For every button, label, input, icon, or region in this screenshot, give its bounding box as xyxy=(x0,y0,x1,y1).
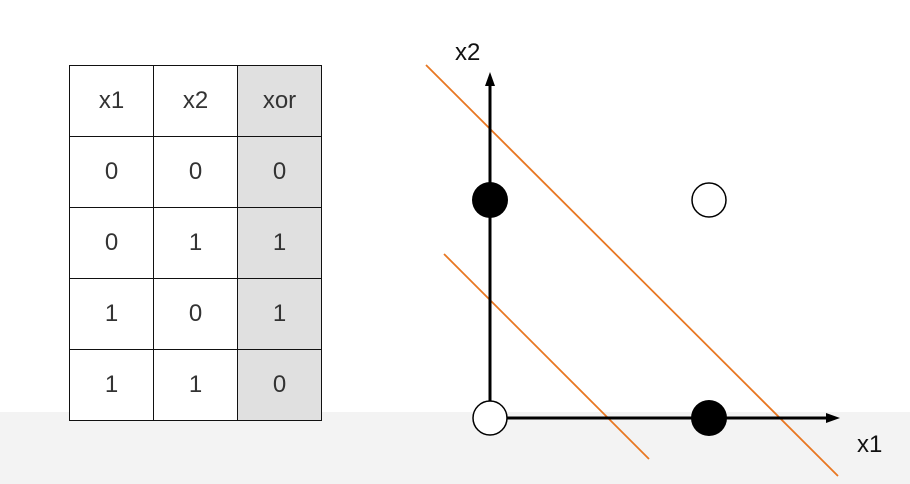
xor-truth-table: x1 x2 xor 0 0 0 0 1 1 1 0 1 1 1 0 xyxy=(69,65,322,421)
point-0-1-solid xyxy=(472,182,508,218)
cell-x1: 0 xyxy=(69,207,154,279)
cell-x1: 1 xyxy=(69,349,154,421)
point-0-0-hollow xyxy=(472,400,508,436)
cell-xor: 1 xyxy=(237,278,322,350)
table-header-row: x1 x2 xor xyxy=(69,65,322,137)
cell-x2: 1 xyxy=(153,349,238,421)
x-axis-arrowhead xyxy=(826,413,840,423)
x-axis-label: x1 xyxy=(857,431,882,458)
cell-x1: 1 xyxy=(69,278,154,350)
header-x1: x1 xyxy=(69,65,154,137)
y-axis-label: x2 xyxy=(455,39,480,66)
header-xor: xor xyxy=(237,65,322,137)
header-x2: x2 xyxy=(153,65,238,137)
table-row: 0 1 1 xyxy=(69,207,322,279)
cell-xor: 0 xyxy=(237,349,322,421)
cell-x2: 1 xyxy=(153,207,238,279)
cell-x2: 0 xyxy=(153,278,238,350)
table-row: 1 1 0 xyxy=(69,349,322,421)
cell-xor: 1 xyxy=(237,207,322,279)
table-row: 1 0 1 xyxy=(69,278,322,350)
upper-separator-line xyxy=(425,64,839,477)
floor-band xyxy=(0,412,910,484)
cell-xor: 0 xyxy=(237,136,322,208)
y-axis-arrowhead xyxy=(485,72,495,86)
lower-separator-line xyxy=(443,253,650,460)
point-1-0-solid xyxy=(691,400,727,436)
point-1-1-hollow xyxy=(691,182,727,218)
